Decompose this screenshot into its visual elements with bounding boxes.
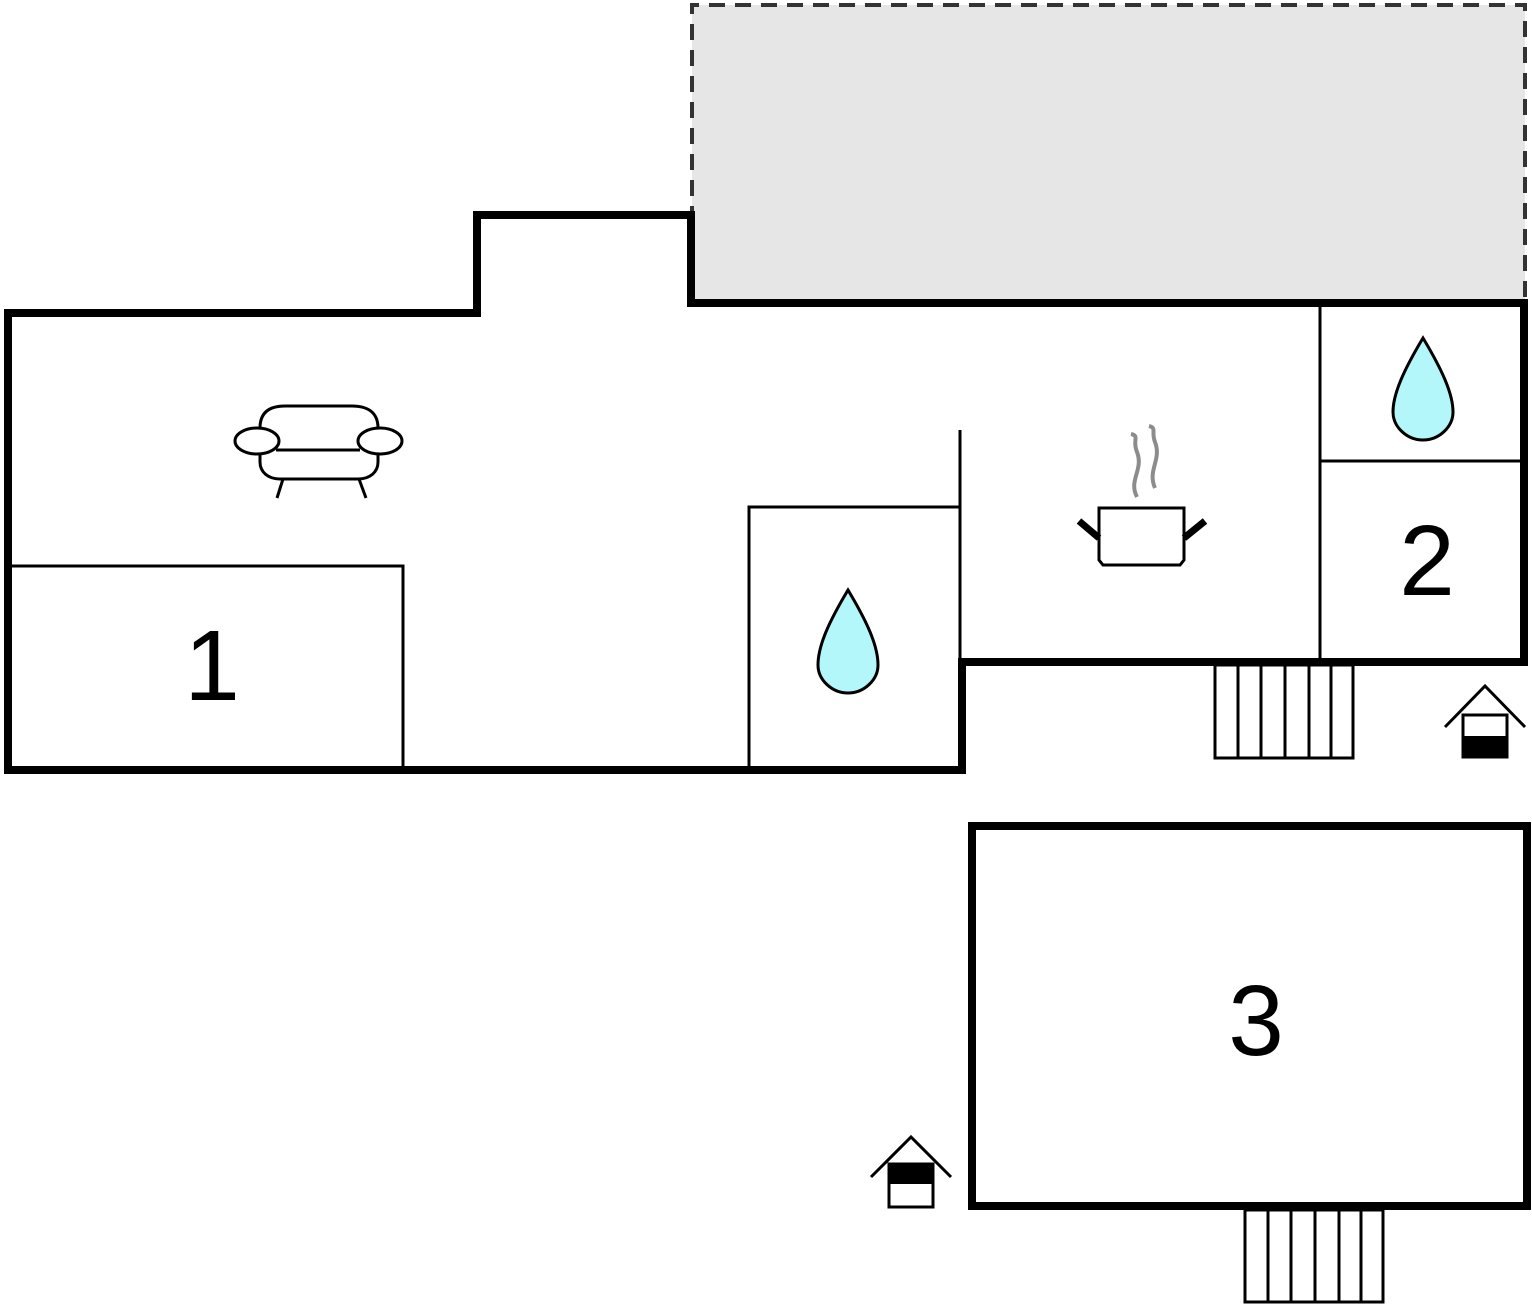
cooking-pot-icon [1076,424,1208,567]
room-3: 3 [968,822,1531,1210]
bathroom-1 [747,505,960,770]
room-3-label: 3 [1228,965,1284,1077]
sofa-icon [233,404,404,499]
room-1: 1 [6,564,405,772]
room-2: 2 [1318,303,1524,662]
room-2-label: 2 [1399,505,1455,617]
stairs [1213,663,1355,760]
stairs [1243,1208,1385,1304]
room-1-label: 1 [184,610,240,722]
water-drop-icon [816,587,880,695]
terrace-area [690,3,1527,301]
house-entrance-icon [1443,683,1527,759]
house-entrance-icon [869,1134,953,1209]
water-drop-icon [1391,335,1455,442]
main-building-wall [4,211,1528,774]
